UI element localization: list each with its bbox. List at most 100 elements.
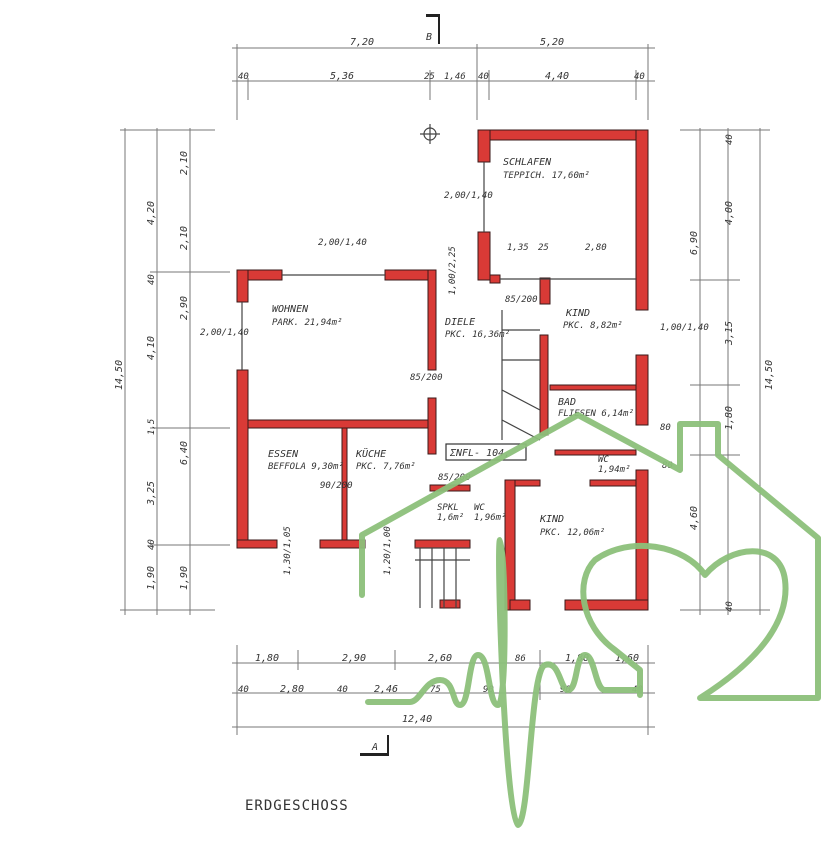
- dimension-label: 1,90: [146, 566, 157, 590]
- section-mark-bottom: A: [360, 735, 389, 756]
- dimension-label: 85/200: [410, 373, 443, 383]
- room-area: BEFFOLA 9,30m²: [268, 462, 344, 472]
- dimension-label: 2,10: [179, 226, 190, 250]
- thin-lines: [241, 124, 636, 608]
- dimension-label: 75: [430, 685, 441, 695]
- plan-title: ERDGESCHOSS: [245, 798, 349, 814]
- room-name: SPKL: [437, 503, 459, 513]
- dimension-label: 4,20: [146, 201, 157, 225]
- dimension-label: 40: [634, 72, 645, 82]
- dimension-label: 5,20: [540, 37, 564, 48]
- dimension-label: 80: [660, 423, 671, 433]
- section-mark-bottom-label: A: [371, 742, 378, 753]
- room-kind: KIND PKC. 12,06m²: [539, 514, 605, 538]
- dimension-label: 2,46: [374, 684, 398, 695]
- room-area: PKC. 16,36m²: [445, 330, 510, 340]
- dimension-label: 7,20: [350, 37, 374, 48]
- dimension-label: 85/200: [438, 473, 471, 483]
- room-name: WC: [474, 503, 485, 513]
- room-kueche: KÜCHE PKC. 7,76m²: [355, 447, 416, 472]
- heartbeat-icon: [365, 537, 643, 828]
- room-wc-left: WC1,96m²: [474, 503, 507, 523]
- room-name: KIND: [539, 514, 564, 525]
- dimension-label: 1,00/1,40: [660, 323, 709, 333]
- dimension-label: 1,80: [255, 653, 279, 664]
- total-area: ΣNFL- 104,: [449, 448, 510, 459]
- dimension-label: 86: [515, 654, 526, 664]
- room-area: PARK. 21,94m²: [272, 318, 342, 328]
- dimension-label: 6,40: [179, 441, 190, 465]
- dimension-label: 40: [147, 539, 157, 550]
- room-name: KIND: [565, 308, 590, 319]
- dimension-label: 2,00/1,40: [444, 191, 493, 201]
- dimension-label: 5,36: [330, 71, 354, 82]
- dimension-label: 40: [725, 601, 735, 612]
- dimension-label: 12,40: [402, 714, 432, 725]
- room-name: SCHLAFEN: [503, 157, 552, 168]
- room-area: 1,6m²: [437, 513, 464, 523]
- dimension-label: 14,50: [764, 360, 775, 390]
- dimension-lines: [120, 44, 770, 735]
- room-area: PKC. 8,82m²: [563, 321, 623, 331]
- dimension-label: 1,46: [444, 72, 466, 82]
- dimension-labels: 7,20 5,20 40 5,36 25 1,46 40 4,40 40 1,8…: [114, 37, 775, 725]
- dimension-label: 25: [538, 243, 549, 253]
- dimension-label: 40: [337, 685, 348, 695]
- dimension-label: 4,10: [146, 336, 157, 360]
- dimension-label: 40: [238, 685, 249, 695]
- dimension-label: 6,90: [689, 231, 700, 255]
- dimension-label: 40: [147, 274, 157, 285]
- room-name: WOHNEN: [272, 304, 309, 315]
- section-mark-top-label: B: [426, 32, 432, 43]
- dimension-label: 2,90: [342, 653, 366, 664]
- dimension-label: 3,15: [724, 321, 735, 346]
- room-area: 1,94m²: [598, 465, 631, 475]
- dimension-label: 1,80: [565, 653, 589, 664]
- room-essen: ESSEN BEFFOLA 9,30m²: [268, 449, 344, 472]
- dimension-label: 2,00/1,40: [318, 238, 367, 248]
- dimension-label: 4,40: [545, 71, 569, 82]
- section-mark-top: B: [426, 14, 440, 44]
- room-kind-small: KIND PKC. 8,82m²: [563, 308, 623, 331]
- room-area: PKC. 7,76m²: [356, 462, 416, 472]
- room-name: KÜCHE: [355, 447, 386, 460]
- dimension-label: 1,20/1,00: [383, 526, 393, 575]
- room-diele: DIELE PKC. 16,36m²: [444, 317, 510, 340]
- dimension-label: 14,50: [114, 360, 125, 390]
- room-name: BAD: [558, 397, 576, 408]
- dimension-label: 1,35: [507, 243, 529, 253]
- dimension-label: 1,00/2,25: [448, 246, 458, 295]
- room-wohnen: WOHNEN PARK. 21,94m²: [272, 304, 342, 328]
- dimension-label: 2,90: [179, 296, 190, 320]
- room-name: WC: [598, 455, 609, 465]
- house-heartbeat-logo: [359, 412, 821, 828]
- room-name: ESSEN: [268, 449, 299, 460]
- room-schlafen: SCHLAFEN TEPPICH. 17,60m²: [503, 157, 590, 181]
- dimension-label: 1,90: [179, 566, 190, 590]
- dimension-label: 85/200: [505, 295, 538, 305]
- dimension-label: 2,10: [179, 151, 190, 175]
- dimension-label: 4,00: [724, 201, 735, 225]
- dimension-label: 3,25: [146, 481, 157, 506]
- walls: [236, 129, 649, 611]
- dimension-label: 4,60: [689, 506, 700, 530]
- dimension-label: 40: [725, 134, 735, 145]
- dimension-label: 40: [238, 72, 249, 82]
- dimension-label: 2,00/1,40: [200, 328, 249, 338]
- room-area: TEPPICH. 17,60m²: [503, 171, 590, 181]
- room-name: DIELE: [444, 317, 475, 328]
- dimension-label: 1,80: [724, 406, 735, 430]
- room-wc-right: WC1,94m²: [598, 455, 631, 475]
- dimension-label: 25: [424, 72, 435, 82]
- dimension-label: 2,80: [585, 243, 607, 253]
- house-outline-icon: [359, 412, 821, 701]
- dimension-label: 90/200: [320, 481, 353, 491]
- dimension-label: 1,30/1,05: [283, 526, 293, 575]
- room-area: PKC. 12,06m²: [540, 528, 605, 538]
- dimension-label: 2,80: [280, 684, 304, 695]
- room-area: FLIESEN 6,14m²: [558, 409, 634, 419]
